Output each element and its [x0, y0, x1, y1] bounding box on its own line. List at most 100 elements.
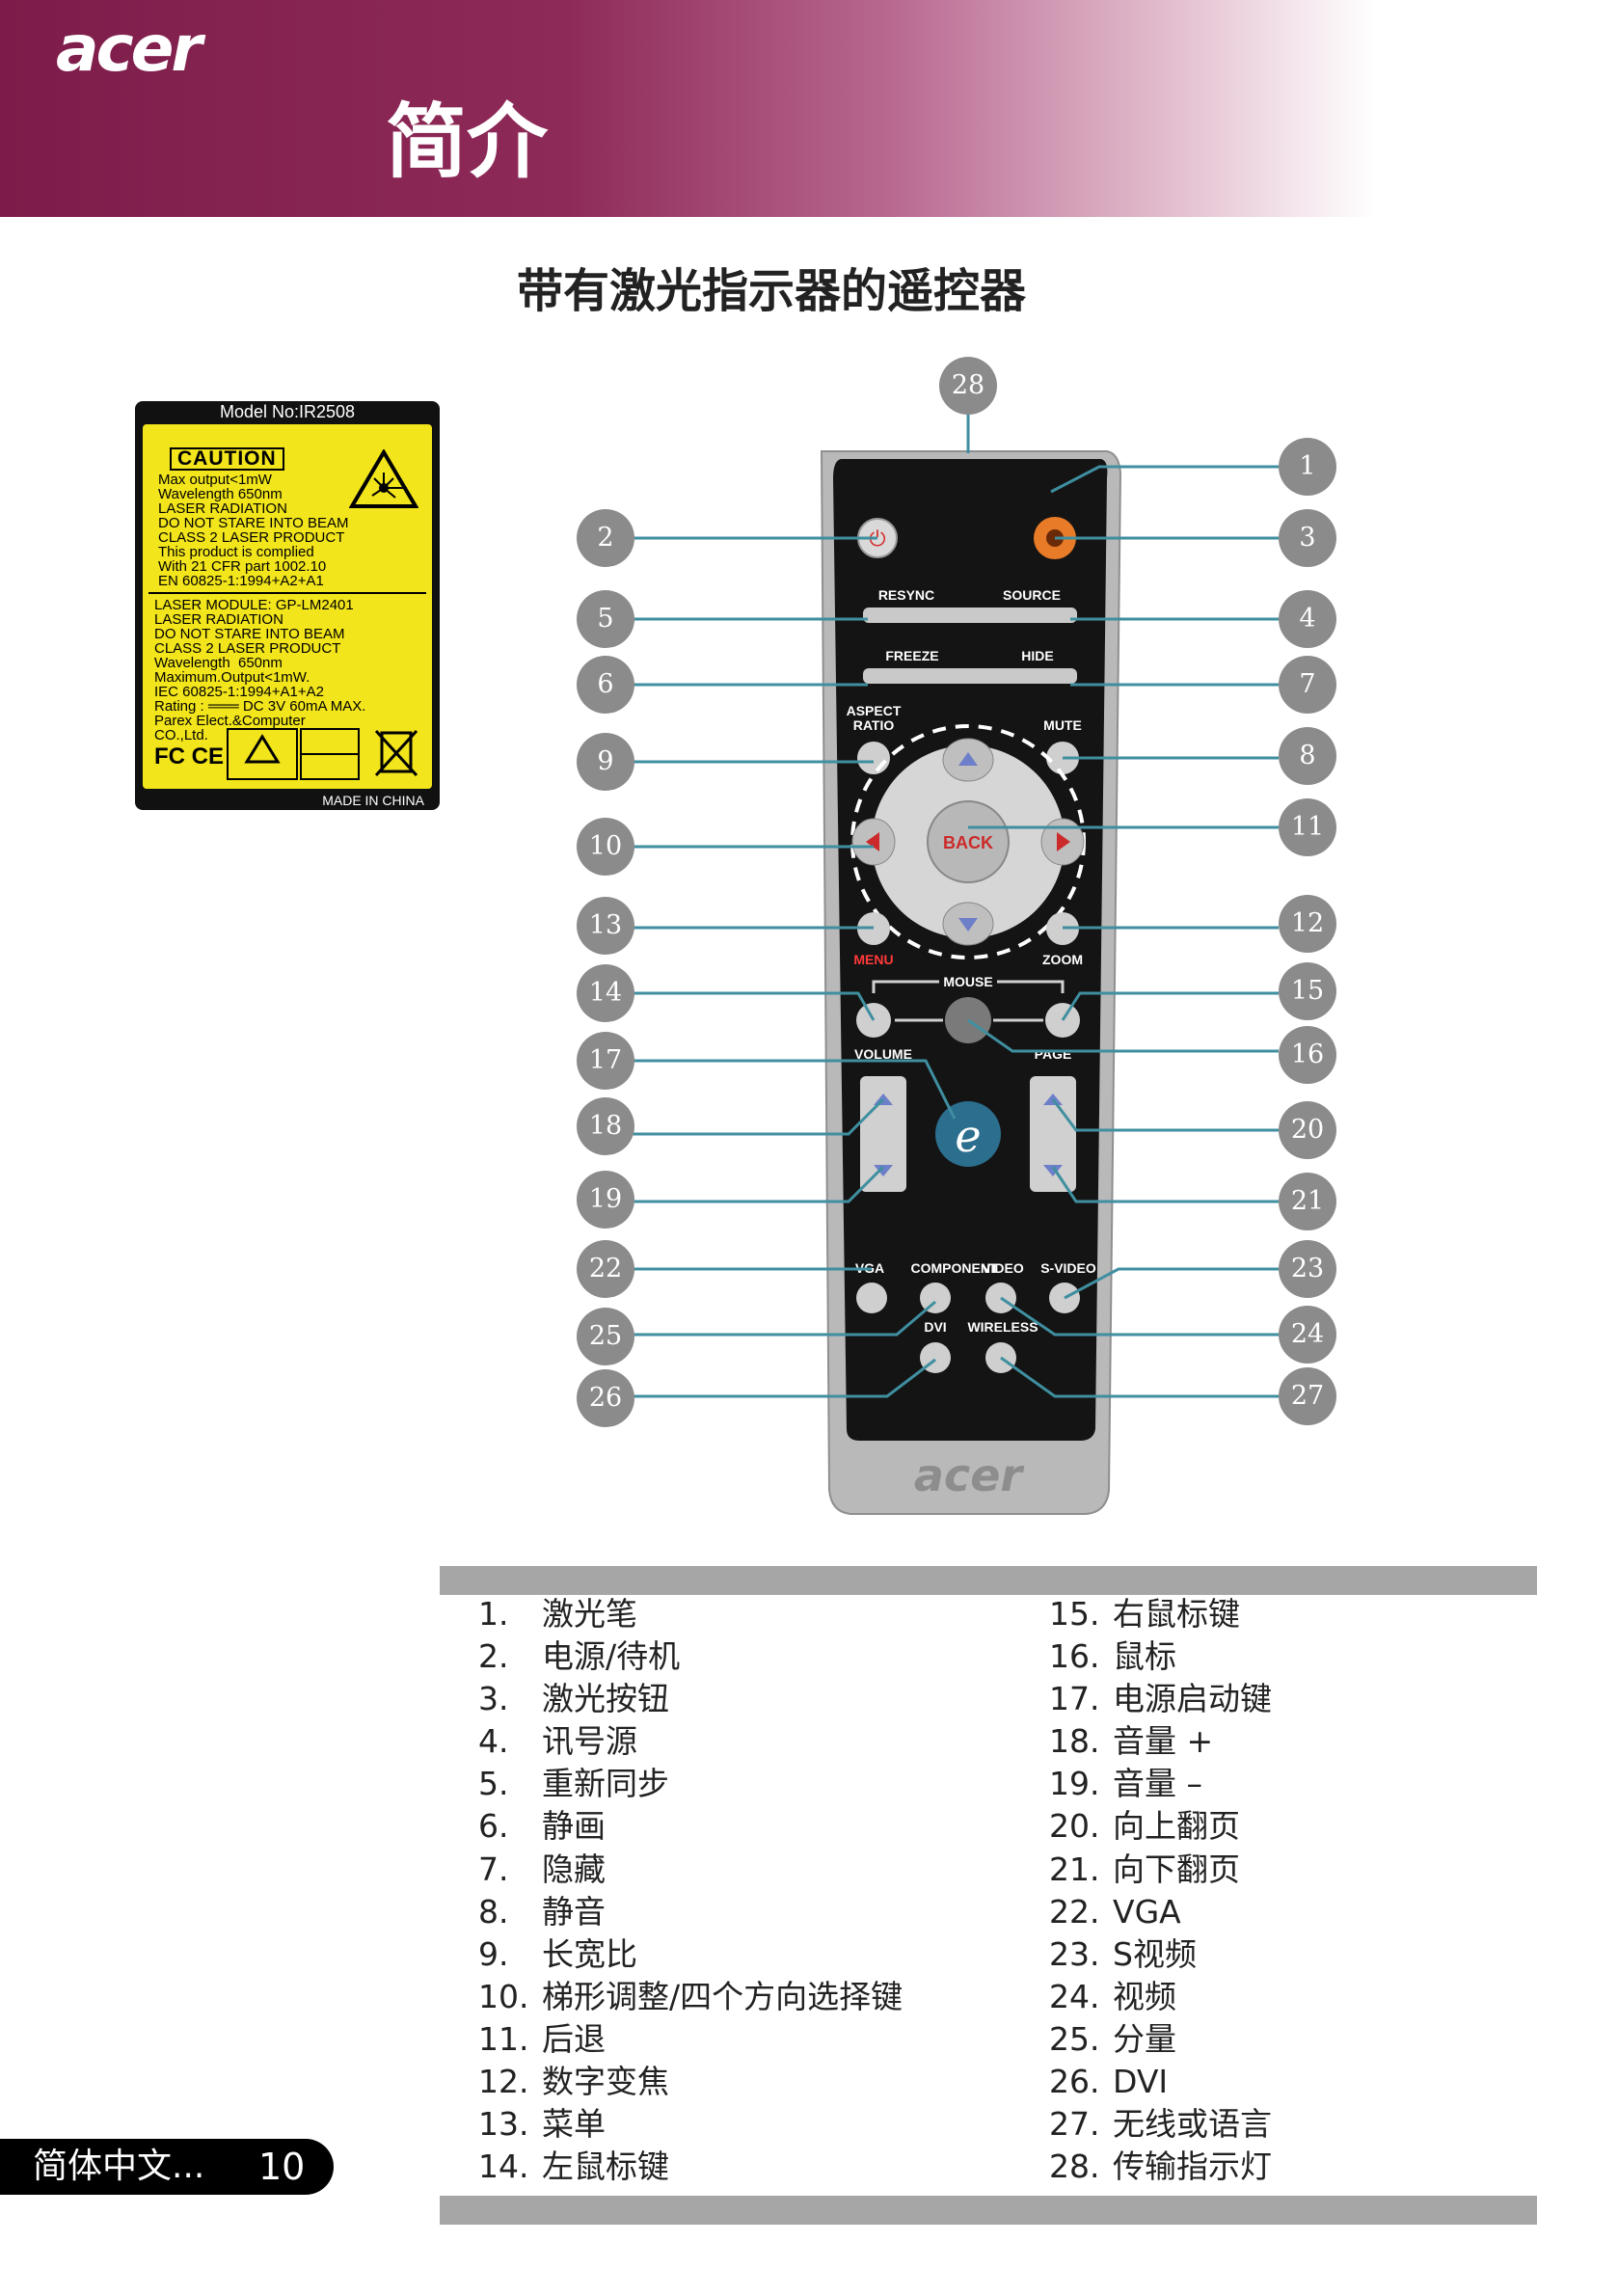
list-item: 19.音量 – — [1049, 1765, 1202, 1803]
callout-27: 27 — [1279, 1367, 1336, 1425]
list-item: 21.向下翻页 — [1049, 1850, 1240, 1888]
caution-heading: CAUTION — [170, 447, 284, 471]
remote-button-label: HIDE — [1021, 648, 1053, 663]
remote-button-label: RESYNC — [878, 587, 934, 603]
header-banner: acer 简介 — [0, 0, 1618, 217]
list-item: 7.隐藏 — [478, 1850, 606, 1888]
list-item: 13.菜单 — [478, 2105, 606, 2144]
list-item: 5.重新同步 — [478, 1765, 669, 1803]
callout-19: 19 — [577, 1171, 634, 1229]
remote-button-label: VOLUME — [854, 1046, 912, 1062]
remote-button-label: MENU — [853, 952, 893, 967]
callout-3: 3 — [1279, 509, 1336, 567]
aspect-ratio-button — [857, 742, 890, 774]
legend-bottom-bar — [440, 2196, 1537, 2225]
list-item: 10.梯形调整/四个方向选择键 — [478, 1977, 903, 2015]
callout-22: 22 — [577, 1240, 634, 1298]
callout-1: 1 — [1279, 438, 1336, 496]
freeze-hide-bar — [863, 668, 1077, 684]
callout-21: 21 — [1279, 1173, 1336, 1230]
list-item: 12.数字变焦 — [478, 2063, 669, 2101]
callout-12: 12 — [1279, 895, 1336, 953]
remote-button-label: e — [955, 1110, 981, 1162]
list-item: 2.电源/待机 — [478, 1637, 681, 1676]
page-number: 10 — [258, 2146, 306, 2188]
callout-14: 14 — [577, 964, 634, 1022]
volume-rocker — [860, 1076, 906, 1192]
remote-button-label: COMPONENT — [911, 1260, 999, 1276]
remote-button-label: PAGE — [1035, 1046, 1072, 1062]
callout-10: 10 — [577, 818, 634, 876]
laser-warning-icon — [349, 449, 418, 508]
page-rocker — [1030, 1076, 1076, 1192]
list-item: 9.长宽比 — [478, 1934, 637, 1973]
resync-source-bar — [863, 608, 1077, 623]
callout-17: 17 — [577, 1032, 634, 1090]
list-item: 1.激光笔 — [478, 1595, 637, 1633]
footer-page-tab: 简体中文... 10 — [0, 2139, 334, 2195]
remote-button-label: SOURCE — [1003, 587, 1061, 603]
callout-7: 7 — [1279, 656, 1336, 714]
list-item: 24.视频 — [1049, 1977, 1176, 2015]
label-module-specs: LASER MODULE: GP-LM2401 LASER RADIATION … — [154, 597, 366, 743]
remote-button-label: VIDEO — [982, 1260, 1024, 1276]
list-item: 26.DVI — [1049, 2063, 1169, 2101]
page-subtitle: 带有激光指示器的遥控器 — [516, 264, 1026, 318]
callout-2: 2 — [577, 509, 634, 567]
remote-button-label: MOUSE — [943, 974, 992, 989]
label-laser-specs: Max output<1mW Wavelength 650nm LASER RA… — [158, 472, 349, 589]
list-item: 18.音量 + — [1049, 1722, 1214, 1761]
remote-button-label: DVI — [924, 1319, 946, 1335]
callout-16: 16 — [1279, 1026, 1336, 1084]
remote-button-label: ZOOM — [1042, 952, 1083, 967]
remote-button-label: FC CE — [154, 743, 224, 770]
remote-button-label: WIRELESS — [967, 1319, 1038, 1335]
callout-6: 6 — [577, 656, 634, 714]
section-title: 简介 — [386, 95, 549, 189]
label-made-in: MADE IN CHINA — [322, 793, 424, 808]
label-model-number: Model No:IR2508 — [219, 402, 356, 421]
list-item: 22.VGA — [1049, 1892, 1181, 1931]
callout-15: 15 — [1279, 962, 1336, 1020]
list-item: 28.传输指示灯 — [1049, 2147, 1272, 2186]
list-item: 17.电源启动键 — [1049, 1680, 1272, 1718]
acer-logo: acer — [56, 12, 202, 86]
legend-top-bar — [440, 1566, 1537, 1595]
list-item: 23.S视频 — [1049, 1934, 1197, 1973]
callout-lines — [625, 409, 1279, 1398]
vga-button — [856, 1283, 887, 1313]
label-divider — [148, 592, 426, 594]
legend-right-column: 15.右鼠标键 16.鼠标 17.电源启动键 18.音量 + 19.音量 – 2… — [1049, 1593, 1272, 2188]
label-yellow-panel: CAUTION Max output<1mW Wavelength 650nm … — [143, 424, 432, 789]
list-item: 4.讯号源 — [478, 1722, 637, 1761]
certification-icons: FC CE — [154, 728, 418, 780]
remote-button-label: FREEZE — [885, 648, 938, 663]
callout-8: 8 — [1279, 727, 1336, 785]
callout-11: 11 — [1279, 798, 1336, 856]
callout-24: 24 — [1279, 1306, 1336, 1364]
remote-button-label: RATIO — [853, 717, 895, 733]
remote-button-label: S-VIDEO — [1040, 1260, 1096, 1276]
list-item: 11.后退 — [478, 2019, 606, 2058]
remote-control-diagram: ⏻ RESYNC SOURCE FREEZE HIDE ASPECT RATIO… — [625, 409, 1279, 1515]
remote-face — [833, 459, 1108, 1441]
callout-28: 28 — [939, 357, 997, 415]
remote-button-label: MUTE — [1043, 717, 1082, 733]
laser-caution-label: Model No:IR2508 CAUTION Max output<1mW W… — [135, 401, 440, 810]
callout-13: 13 — [577, 897, 634, 955]
list-item: 27.无线或语言 — [1049, 2105, 1272, 2144]
list-item: 8.静音 — [478, 1892, 606, 1931]
callout-4: 4 — [1279, 590, 1336, 648]
remote-button-label: BACK — [943, 833, 993, 852]
list-item: 16.鼠标 — [1049, 1637, 1176, 1676]
callout-26: 26 — [577, 1369, 634, 1427]
callout-18: 18 — [577, 1097, 634, 1155]
footer-language: 简体中文... — [33, 2147, 205, 2186]
callout-23: 23 — [1279, 1240, 1336, 1298]
remote-button-label: acer — [914, 1449, 1026, 1501]
back-button — [927, 800, 1010, 883]
list-item: 3.激光按钮 — [478, 1680, 669, 1718]
list-item: 20.向上翻页 — [1049, 1807, 1240, 1846]
callout-5: 5 — [577, 590, 634, 648]
empowering-key — [935, 1101, 1001, 1167]
